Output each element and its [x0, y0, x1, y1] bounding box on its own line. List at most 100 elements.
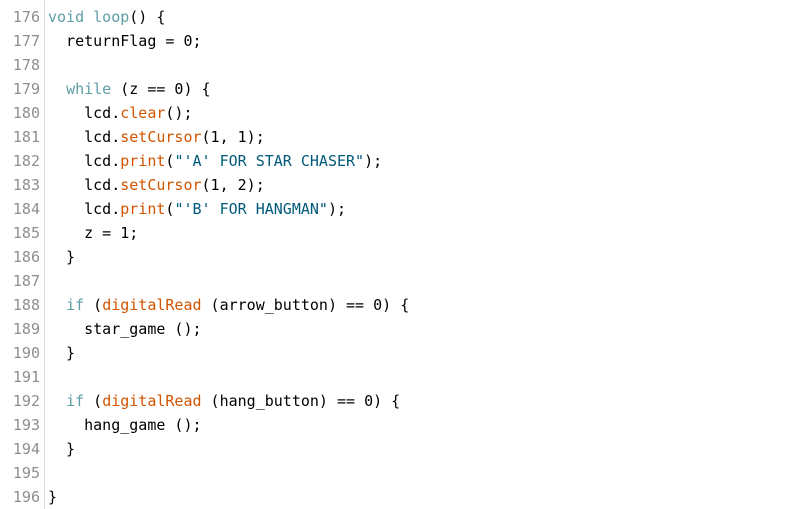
code-token: hang_game ();	[48, 416, 202, 434]
code-line[interactable]: 184 lcd.print("'B' FOR HANGMAN");	[0, 197, 799, 221]
code-token: lcd.	[48, 200, 121, 218]
code-text: }	[48, 341, 75, 365]
code-token: }	[48, 344, 76, 362]
code-line[interactable]: 196}	[0, 485, 799, 509]
code-token: (z == 0) {	[111, 80, 211, 98]
line-number: 184	[12, 200, 40, 218]
function-token: print	[120, 152, 166, 170]
code-text: lcd.setCursor(1, 1);	[48, 125, 265, 149]
code-line[interactable]: 190 }	[0, 341, 799, 365]
function-token: digitalRead	[102, 296, 202, 314]
code-token: (	[84, 392, 103, 410]
code-text: lcd.print("'B' FOR HANGMAN");	[48, 197, 346, 221]
line-number: 178	[12, 56, 40, 74]
function-token: setCursor	[120, 176, 202, 194]
code-text: star_game ();	[48, 317, 202, 341]
code-text: if (digitalRead (arrow_button) == 0) {	[48, 293, 409, 317]
code-text: z = 1;	[48, 221, 138, 245]
code-line[interactable]: 180 lcd.clear();	[0, 101, 799, 125]
code-text: }	[48, 485, 57, 509]
line-number: 191	[12, 368, 40, 386]
code-text: void loop() {	[48, 5, 165, 29]
code-line[interactable]: 181 lcd.setCursor(1, 1);	[0, 125, 799, 149]
line-number: 181	[12, 128, 40, 146]
line-number: 194	[12, 440, 40, 458]
code-line[interactable]: 187	[0, 269, 799, 293]
function-token: clear	[120, 104, 166, 122]
code-text: }	[48, 245, 75, 269]
code-text: lcd.print("'A' FOR STAR CHASER");	[48, 149, 382, 173]
line-number: 193	[12, 416, 40, 434]
line-number: 177	[12, 32, 40, 50]
code-text: lcd.setCursor(1, 2);	[48, 173, 265, 197]
function-token: print	[120, 200, 166, 218]
code-text: if (digitalRead (hang_button) == 0) {	[48, 389, 400, 413]
code-token	[48, 392, 66, 410]
code-token: (	[84, 296, 103, 314]
line-number: 190	[12, 344, 40, 362]
keyword-token: while	[66, 80, 112, 98]
code-line[interactable]: 195	[0, 461, 799, 485]
code-token	[48, 296, 66, 314]
line-number: 189	[12, 320, 40, 338]
keyword-token: void	[48, 8, 85, 26]
line-number: 179	[12, 80, 40, 98]
code-line[interactable]: 186 }	[0, 245, 799, 269]
code-text: lcd.clear();	[48, 101, 193, 125]
code-token: () {	[129, 8, 166, 26]
code-token: }	[48, 440, 76, 458]
code-token: );	[327, 200, 347, 218]
line-number: 185	[12, 224, 40, 242]
code-token: }	[48, 488, 58, 506]
line-number: 196	[12, 488, 40, 506]
code-token	[48, 80, 66, 98]
line-number-gutter	[0, 0, 45, 509]
code-text: hang_game ();	[48, 413, 202, 437]
keyword-token: loop	[93, 8, 130, 26]
code-line[interactable]: 185 z = 1;	[0, 221, 799, 245]
code-token: );	[364, 152, 383, 170]
code-line[interactable]: 191	[0, 365, 799, 389]
code-line[interactable]: 194 }	[0, 437, 799, 461]
code-token: (	[165, 200, 175, 218]
line-number: 188	[12, 296, 40, 314]
line-number: 176	[12, 8, 40, 26]
code-token: (arrow_button) == 0) {	[201, 296, 410, 314]
code-token: lcd.	[48, 176, 121, 194]
keyword-token: if	[66, 392, 85, 410]
line-number: 180	[12, 104, 40, 122]
code-token: (1, 1);	[201, 128, 265, 146]
code-token	[84, 8, 93, 26]
code-token: lcd.	[48, 152, 121, 170]
line-number: 183	[12, 176, 40, 194]
code-line[interactable]: 188 if (digitalRead (arrow_button) == 0)…	[0, 293, 799, 317]
string-literal: "'A' FOR STAR CHASER"	[174, 152, 365, 170]
line-number: 187	[12, 272, 40, 290]
code-line[interactable]: 192 if (digitalRead (hang_button) == 0) …	[0, 389, 799, 413]
code-line[interactable]: 177 returnFlag = 0;	[0, 29, 799, 53]
keyword-token: if	[66, 296, 85, 314]
code-token: lcd.	[48, 104, 121, 122]
code-line[interactable]: 179 while (z == 0) {	[0, 77, 799, 101]
code-token: z = 1;	[48, 224, 139, 242]
code-line[interactable]: 176 void loop() {	[0, 5, 799, 29]
code-token: ();	[165, 104, 193, 122]
code-line[interactable]: 178	[0, 53, 799, 77]
line-number: 192	[12, 392, 40, 410]
line-number: 186	[12, 248, 40, 266]
line-number: 195	[12, 464, 40, 482]
code-token: }	[48, 248, 76, 266]
code-line[interactable]: 182 lcd.print("'A' FOR STAR CHASER");	[0, 149, 799, 173]
string-literal: "'B' FOR HANGMAN"	[174, 200, 328, 218]
code-line[interactable]: 193 hang_game ();	[0, 413, 799, 437]
code-token: (	[165, 152, 175, 170]
code-line[interactable]: 183 lcd.setCursor(1, 2);	[0, 173, 799, 197]
line-number: 182	[12, 152, 40, 170]
code-token: returnFlag = 0;	[48, 32, 202, 50]
code-token: lcd.	[48, 128, 121, 146]
code-text: }	[48, 437, 75, 461]
code-line[interactable]: 189 star_game ();	[0, 317, 799, 341]
code-token: star_game ();	[48, 320, 202, 338]
